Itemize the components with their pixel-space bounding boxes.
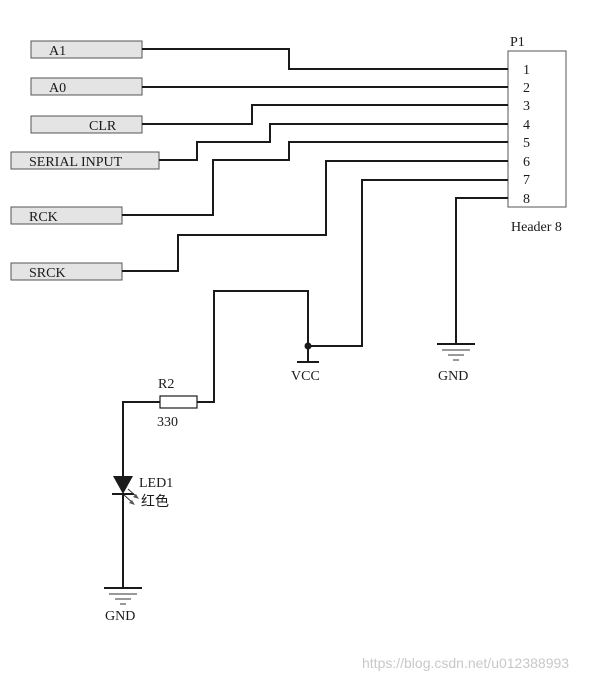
gnd-symbol-bottom: GND xyxy=(104,587,142,624)
port-clr-label: CLR xyxy=(89,119,117,134)
gnd-symbol-right: GND xyxy=(437,343,475,384)
port-a1-label: A1 xyxy=(49,44,66,59)
header-pin-2: 2 xyxy=(523,81,530,96)
header-pin-5: 5 xyxy=(523,136,530,151)
port-a0-label: A0 xyxy=(49,81,66,96)
wire-rck-pin5 xyxy=(122,141,508,216)
header-pin-6: 6 xyxy=(523,155,530,170)
wire-vcc-resistor xyxy=(197,290,309,403)
header-pin-4: 4 xyxy=(523,118,530,133)
header-name: Header 8 xyxy=(511,220,562,235)
header-pin-1: 1 xyxy=(523,63,530,78)
led-color: 红色 xyxy=(141,493,169,510)
resistor-r2[interactable]: R2 330 xyxy=(157,377,198,430)
led-designator: LED1 xyxy=(139,476,173,491)
port-serial-input-label: SERIAL INPUT xyxy=(29,155,123,170)
header-p1[interactable]: P1 Header 8 1 2 3 4 5 6 7 8 xyxy=(507,35,567,235)
port-rck-label: RCK xyxy=(29,210,58,225)
port-srck[interactable]: SRCK xyxy=(10,262,123,281)
header-pin-3: 3 xyxy=(523,99,530,114)
junction-dot xyxy=(304,342,312,350)
header-pin-7: 7 xyxy=(523,173,530,188)
wire-clr-pin3 xyxy=(142,104,508,125)
wire-gnd-pin8 xyxy=(455,197,508,344)
resistor-value: 330 xyxy=(157,415,178,430)
vcc-symbol: VCC xyxy=(291,361,320,384)
wire-resistor-led xyxy=(122,401,160,476)
emission-arrows-icon xyxy=(123,488,139,505)
wire-vcc-pin7 xyxy=(308,179,508,347)
port-a1[interactable]: A1 xyxy=(30,40,143,59)
wire-srck-pin6 xyxy=(122,160,508,272)
watermark: https://blog.csdn.net/u012388993 xyxy=(362,655,569,671)
gnd-right-label: GND xyxy=(438,369,468,384)
header-designator: P1 xyxy=(510,35,525,50)
resistor-designator: R2 xyxy=(158,377,174,392)
wire-a1-pin1 xyxy=(142,48,508,70)
header-pin-8: 8 xyxy=(523,192,530,207)
gnd-bottom-label: GND xyxy=(105,609,135,624)
port-rck[interactable]: RCK xyxy=(10,206,123,225)
led1[interactable]: LED1 红色 xyxy=(112,476,173,510)
port-clr[interactable]: CLR xyxy=(30,115,143,134)
wire-serial-pin4 xyxy=(159,123,508,161)
port-srck-label: SRCK xyxy=(29,266,66,281)
port-a0[interactable]: A0 xyxy=(30,77,143,96)
vcc-label: VCC xyxy=(291,369,320,384)
port-serial-input[interactable]: SERIAL INPUT xyxy=(10,151,160,170)
